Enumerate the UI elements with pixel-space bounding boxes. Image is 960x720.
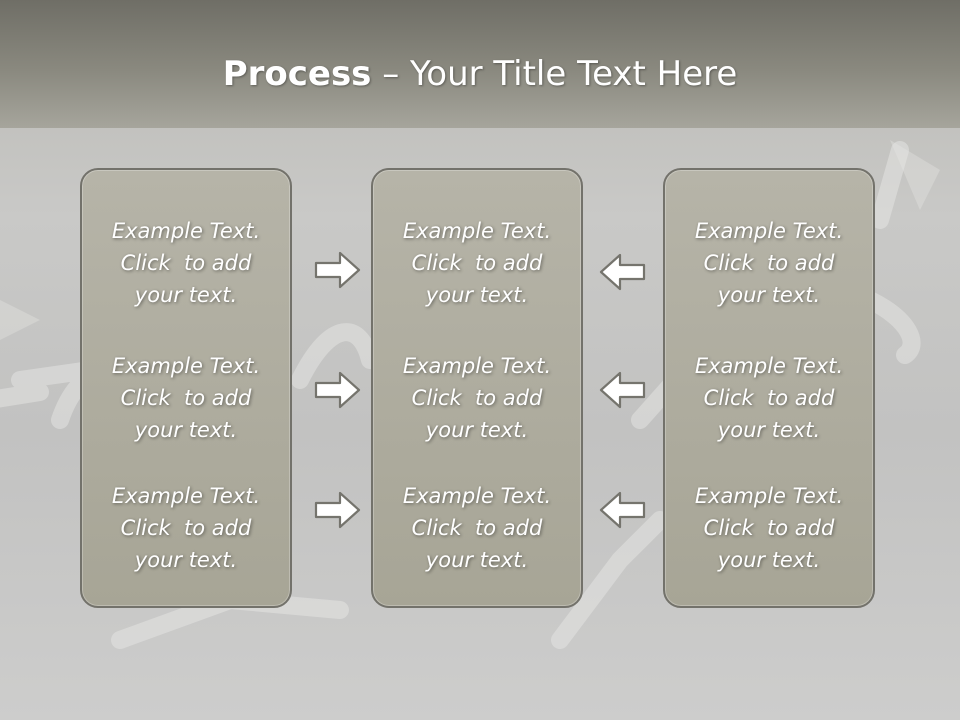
text-line: your text. — [134, 548, 238, 572]
text-block[interactable]: Example Text. Click to add your text. — [373, 350, 581, 446]
text-line: Example Text. — [402, 219, 552, 243]
text-line: Example Text. — [694, 484, 844, 508]
text-line: your text. — [425, 283, 529, 307]
process-panel-1[interactable]: Example Text. Click to add your text. Ex… — [80, 168, 292, 608]
title-rest: – Your Title Text Here — [371, 54, 738, 94]
text-line: Click to add — [411, 516, 543, 540]
text-line: Example Text. — [402, 354, 552, 378]
text-line: Click to add — [703, 386, 835, 410]
text-line: Example Text. — [111, 484, 261, 508]
text-line: your text. — [717, 283, 821, 307]
text-line: Click to add — [703, 516, 835, 540]
text-line: Click to add — [120, 516, 252, 540]
text-line: Example Text. — [694, 219, 844, 243]
text-line: Example Text. — [111, 354, 261, 378]
text-line: your text. — [717, 548, 821, 572]
text-line: Example Text. — [402, 484, 552, 508]
process-panel-2[interactable]: Example Text. Click to add your text. Ex… — [371, 168, 583, 608]
text-line: your text. — [425, 548, 529, 572]
text-line: Click to add — [120, 251, 252, 275]
text-line: Example Text. — [111, 219, 261, 243]
text-line: your text. — [425, 418, 529, 442]
title-bar — [0, 0, 960, 128]
right-arrow-icon[interactable] — [314, 370, 362, 410]
text-block[interactable]: Example Text. Click to add your text. — [82, 215, 290, 311]
left-arrow-icon[interactable] — [598, 252, 646, 292]
process-panel-3[interactable]: Example Text. Click to add your text. Ex… — [663, 168, 875, 608]
left-arrow-icon[interactable] — [598, 490, 646, 530]
text-line: your text. — [717, 418, 821, 442]
text-line: your text. — [134, 283, 238, 307]
text-line: Example Text. — [694, 354, 844, 378]
left-arrow-icon[interactable] — [598, 370, 646, 410]
text-line: Click to add — [411, 251, 543, 275]
text-line: Click to add — [120, 386, 252, 410]
text-block[interactable]: Example Text. Click to add your text. — [665, 215, 873, 311]
text-line: Click to add — [703, 251, 835, 275]
slide-title[interactable]: Process – Your Title Text Here — [0, 52, 960, 96]
text-block[interactable]: Example Text. Click to add your text. — [82, 350, 290, 446]
text-block[interactable]: Example Text. Click to add your text. — [82, 480, 290, 576]
text-line: your text. — [134, 418, 238, 442]
text-block[interactable]: Example Text. Click to add your text. — [665, 350, 873, 446]
right-arrow-icon[interactable] — [314, 490, 362, 530]
text-block[interactable]: Example Text. Click to add your text. — [665, 480, 873, 576]
text-block[interactable]: Example Text. Click to add your text. — [373, 480, 581, 576]
right-arrow-icon[interactable] — [314, 250, 362, 290]
title-bold: Process — [222, 54, 372, 94]
text-block[interactable]: Example Text. Click to add your text. — [373, 215, 581, 311]
text-line: Click to add — [411, 386, 543, 410]
